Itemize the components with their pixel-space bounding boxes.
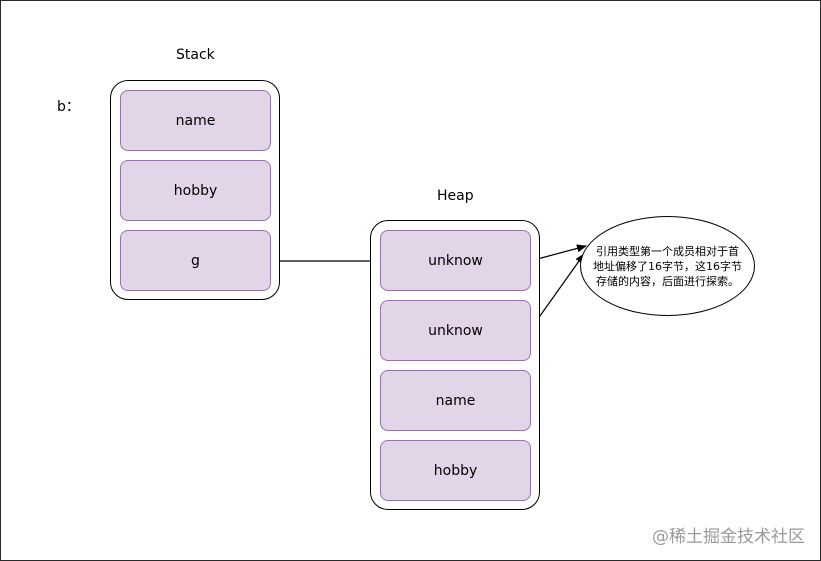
note-ellipse: 引用类型第一个成员相对于首地址偏移了16字节，这16字节存储的内容，后面进行探索… bbox=[580, 216, 755, 316]
watermark: @稀土掘金技术社区 bbox=[652, 527, 805, 547]
heap-title: Heap bbox=[437, 188, 474, 204]
stack-title: Stack bbox=[176, 47, 215, 63]
heap-cell-unknow-2: unknow bbox=[380, 300, 531, 361]
stack-cell-name: name bbox=[120, 90, 271, 151]
stack-cell-g: g bbox=[120, 230, 271, 291]
note-text: 引用类型第一个成员相对于首地址偏移了16字节，这16字节存储的内容，后面进行探索… bbox=[593, 244, 742, 288]
variable-label: b： bbox=[57, 99, 80, 115]
heap-cell-hobby: hobby bbox=[380, 440, 531, 501]
heap-cell-unknow-1: unknow bbox=[380, 230, 531, 291]
stack-cell-hobby: hobby bbox=[120, 160, 271, 221]
heap-cell-name: name bbox=[380, 370, 531, 431]
